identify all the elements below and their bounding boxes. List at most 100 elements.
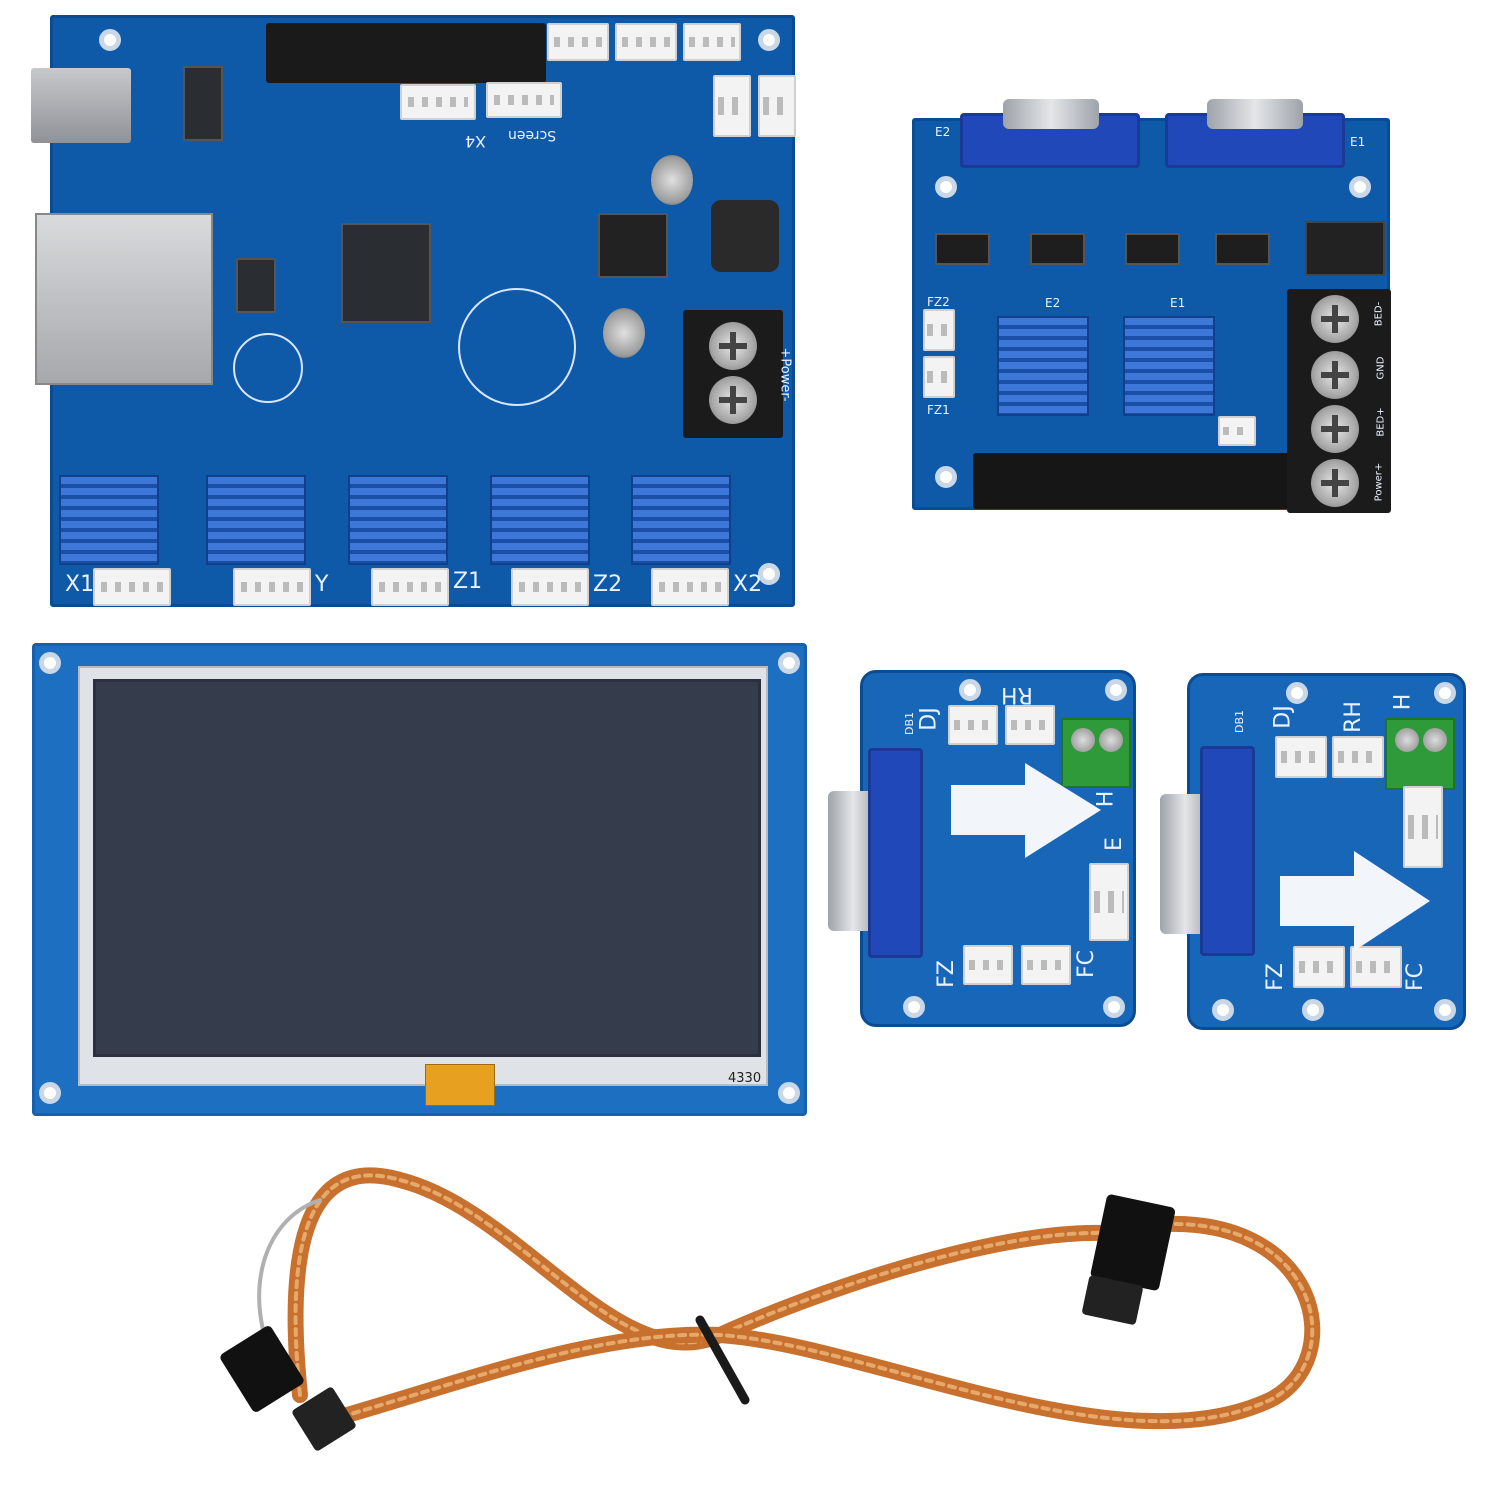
mosfet (1215, 233, 1270, 265)
vga-shell (1003, 99, 1099, 129)
terminal-screw (709, 322, 757, 370)
label-e1: E1 (1170, 296, 1186, 310)
arrow-marking (1280, 851, 1430, 951)
label-power-plus: Power+ (1373, 462, 1385, 502)
label-rh: RH (1001, 682, 1033, 707)
screen-label: Screen (508, 127, 557, 143)
power-terminal-strip (1287, 289, 1391, 513)
fan-connector-fz2 (923, 309, 955, 351)
e-connector (1403, 786, 1443, 868)
cable-connector-right (1082, 1194, 1176, 1325)
e-connector (1089, 863, 1129, 941)
label-dj: DJ (916, 707, 942, 731)
vga-connector (868, 748, 923, 958)
terminal-screw (1311, 295, 1359, 343)
silkscreen-circle (233, 333, 303, 403)
vga-shell (1207, 99, 1303, 129)
rh-connector (1332, 736, 1384, 778)
screen-display[interactable] (93, 679, 761, 1057)
capacitor (651, 155, 693, 205)
rh-connector (1005, 705, 1055, 745)
mosfet (1125, 233, 1180, 265)
fc-connector (1350, 946, 1402, 988)
stepper-heatsink (631, 475, 731, 565)
sd-card-slot (35, 213, 213, 385)
fz-connector (963, 945, 1013, 985)
label-z2: Z2 (593, 572, 623, 597)
flex-cable (425, 1064, 495, 1106)
mounting-hole (1434, 682, 1456, 704)
label-h: H (1093, 790, 1119, 808)
heater-terminal (1061, 718, 1131, 788)
mounting-hole (935, 176, 957, 198)
mosfet (935, 233, 990, 265)
driver-heatsink-e2 (997, 316, 1089, 416)
screen-connector (486, 82, 562, 118)
silkscreen-circle (458, 288, 576, 406)
power-terminal (683, 310, 783, 438)
motor-connector-x1 (93, 568, 171, 606)
mounting-hole (758, 29, 780, 51)
idc-header-bottom (973, 453, 1293, 509)
top-connector (615, 23, 677, 61)
mounting-hole (39, 652, 61, 674)
mounting-hole (1434, 999, 1456, 1021)
label-e1-top: E1 (1350, 135, 1366, 149)
mcu-chip (341, 223, 431, 323)
label-bed-plus: BED+ (1375, 407, 1387, 437)
mounting-hole (1302, 999, 1324, 1021)
heater-terminal (1385, 718, 1455, 790)
mosfet (1030, 233, 1085, 265)
terminal-screw (1071, 728, 1095, 752)
label-rh: RH (1340, 701, 1366, 733)
ic-chip (183, 66, 223, 141)
mounting-hole (99, 29, 121, 51)
small-connector (1218, 416, 1256, 446)
label-e: E (1101, 837, 1127, 851)
dj-connector (948, 705, 998, 745)
mainboard: X4 Screen +Power- X1 Y Z1 Z2 X2 (31, 15, 796, 607)
mounting-hole (935, 466, 957, 488)
motor-connector-z2 (511, 568, 589, 606)
label-x1: X1 (65, 572, 95, 597)
terminal-screw (1423, 728, 1447, 752)
motor-connector-z1 (371, 568, 449, 606)
motor-connector-x2 (651, 568, 729, 606)
terminal-screw (1311, 351, 1359, 399)
power-label: +Power- (777, 347, 793, 402)
stepper-heatsink (490, 475, 590, 565)
capacitor (603, 308, 645, 358)
terminal-screw (1395, 728, 1419, 752)
arrow-marking (951, 763, 1101, 858)
label-fz1: FZ1 (927, 403, 950, 417)
terminal-screw (709, 376, 757, 424)
mounting-hole (903, 996, 925, 1018)
mounting-hole (959, 679, 981, 701)
screen-model-label: 4330 (728, 1071, 762, 1086)
dj-connector (1275, 736, 1327, 778)
touchscreen-module: 4330 (32, 643, 807, 1116)
adapter-board: E2 E1 E2 E1 FZ2 FZ1 BED- GND BED+ Power+ (912, 99, 1391, 513)
terminal-screw (1099, 728, 1123, 752)
label-e2: E2 (1045, 296, 1061, 310)
terminal-screw (1311, 405, 1359, 453)
mounting-hole (778, 652, 800, 674)
stepper-heatsink (206, 475, 306, 565)
extruder-board-left: DB1 DJ RH H E FZ FC (828, 670, 1136, 1027)
label-gnd: GND (1375, 356, 1387, 380)
fz-connector (1293, 946, 1345, 988)
label-fc: FC (1074, 949, 1100, 979)
x4-label: X4 (465, 132, 487, 151)
inductor (711, 200, 779, 272)
stepper-heatsink (59, 475, 159, 565)
fan-connector-fz1 (923, 356, 955, 398)
mounting-hole (1212, 999, 1234, 1021)
fc-connector (1021, 945, 1071, 985)
terminal-screw (1311, 459, 1359, 507)
label-e2-top: E2 (935, 125, 951, 139)
extruder-board-right: DB1 DJ RH H FZ FC (1160, 673, 1466, 1030)
cable-connector-left (220, 1326, 356, 1451)
mounting-hole (1286, 682, 1308, 704)
mounting-hole (39, 1082, 61, 1104)
driver-heatsink-e1 (1123, 316, 1215, 416)
